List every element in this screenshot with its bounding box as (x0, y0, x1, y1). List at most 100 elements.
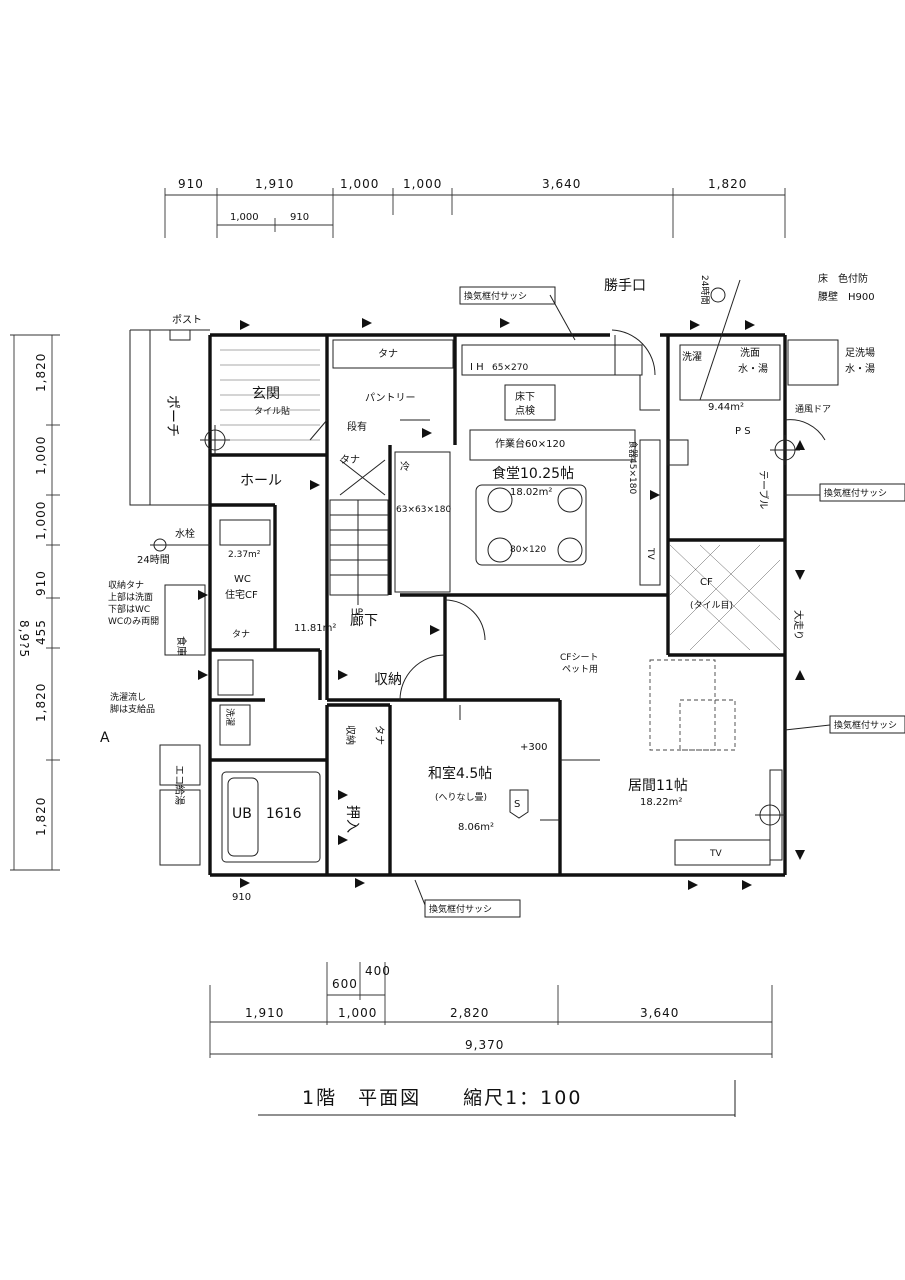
dim-bottom-1910: 1,910 (245, 1006, 284, 1020)
senmen-label: 洗面 (740, 347, 760, 359)
shokuso-label: 食庫 (175, 636, 188, 656)
dim-bottom-2820: 2,820 (450, 1006, 489, 1020)
table-label: テーブル (757, 470, 770, 509)
dim-top2-910: 910 (290, 212, 309, 223)
room-genkan: 玄関 (252, 385, 280, 402)
dim-left-1000a: 1,000 (34, 436, 48, 475)
drawing-title-block: 1階 平面図 縮尺1：100 (258, 1080, 736, 1117)
up-label: UP (351, 608, 364, 618)
shokki-label: 食器45×180 (627, 440, 639, 494)
tana-top: タナ (378, 348, 398, 360)
tana-wc: タナ (232, 629, 250, 640)
room-rouka: 廊下 (350, 612, 378, 629)
window-markers (198, 318, 805, 890)
drawing-title: 1階 平面図 縮尺1：100 (302, 1087, 582, 1109)
top-dimensions: 910 1,910 1,000 1,000 3,640 1,820 1,000 … (164, 177, 786, 238)
plus300-label: +300 (520, 742, 547, 753)
shuno-note-1: 収納タナ (108, 579, 144, 591)
bottom-dimensions: 600 400 1,910 1,000 2,820 3,640 9,370 91… (209, 892, 773, 1058)
room-washitsu-area: 8.06m² (458, 822, 494, 833)
tana-vertical: タナ (373, 725, 385, 745)
tenken-label: 点検 (515, 404, 535, 417)
dim-bottom-left-910: 910 (232, 892, 251, 903)
sentaku-label: 洗濯 (224, 708, 236, 726)
dim-top-3640: 3,640 (542, 177, 581, 191)
label-a: A (100, 730, 110, 746)
table-80-label: 80×120 (510, 545, 546, 555)
room-ub: UB 1616 (232, 806, 302, 822)
room-pantry: パントリー (365, 392, 416, 404)
staircase (329, 459, 389, 605)
shuno-note-4: WCのみ両開 (108, 616, 159, 627)
sagyou-label: 作業台60×120 (495, 437, 565, 450)
shuno-note-3: 下部はWC (108, 603, 150, 615)
sentaku-top: 洗濯 (682, 351, 702, 363)
ecokyuto-label: エコ給湯 (173, 765, 186, 805)
room-dining-area: 18.02m² (510, 487, 552, 498)
size-63-label: 63×63×180 (396, 505, 451, 515)
s-mark: S (514, 799, 520, 810)
room-dining: 食堂10.25帖 (492, 465, 574, 482)
dim-top-910: 910 (178, 177, 204, 191)
kanki-note-2: 換気框付サッシ (824, 487, 887, 499)
exterior-walls (129, 329, 787, 877)
dim-bottom-400: 400 (365, 964, 391, 978)
ps-label: P S (735, 426, 751, 437)
ih-size-label: 65×270 (492, 363, 528, 373)
cf-center-sub: ペット用 (562, 664, 598, 675)
suisen-label: 水栓 (175, 527, 195, 540)
dim-top-1820: 1,820 (708, 177, 747, 191)
tana-hall: タナ (340, 454, 360, 466)
genkan-tile-hatch (220, 349, 781, 651)
left-dimensions: 1,820 1,000 1,000 910 455 1,820 1,820 8,… (10, 334, 110, 871)
rei-label: 冷 (400, 460, 410, 473)
tv-label: TV (709, 849, 722, 859)
area-944: 9.44m² (708, 402, 744, 413)
room-ima: 居間11帖 (628, 778, 688, 794)
room-genkan-sub: タイル貼 (254, 405, 290, 417)
shuno-note-2: 上部は洗面 (108, 591, 153, 603)
room-washitsu: 和室4.5帖 (428, 765, 492, 782)
wc-area: 2.37m² (228, 550, 261, 560)
room-wc: WC (234, 574, 251, 585)
ashi-note-2: 水・湯 (845, 362, 875, 375)
jutaku-cf: 住宅CF (225, 588, 258, 601)
dim-bottom-1000: 1,000 (338, 1006, 377, 1020)
dim-left-1820b: 1,820 (34, 683, 48, 722)
cf-center-label: CFシート (560, 653, 598, 663)
dim-top2-1000: 1,000 (230, 212, 259, 223)
dim-bottom-600: 600 (332, 977, 358, 991)
dim-left-910: 910 (34, 570, 48, 596)
ofuku-label: 大走り (792, 610, 805, 640)
kanki-note-1: 換気框付サッシ (464, 290, 527, 302)
notes: 換気框付サッシ 換気框付サッシ 換気框付サッシ 換気框付サッシ 床 色付防 腰壁… (108, 272, 905, 918)
room-hall: ホール (240, 473, 282, 489)
dim-left-1820c: 1,820 (34, 797, 48, 836)
room-washitsu-sub: (へりなし畳) (435, 792, 487, 803)
sentaku-note-1: 洗濯流し (110, 691, 146, 703)
yuka-note-1: 床 色付防 (818, 272, 868, 285)
dim-left-455: 455 (34, 619, 48, 645)
tsuuka-label: 通風ドア (795, 404, 831, 415)
kanki-note-4: 換気框付サッシ (429, 903, 492, 915)
cf-label: CF (700, 577, 713, 588)
dim-top-1000a: 1,000 (340, 177, 379, 191)
yuka-note-2: 腰壁 H900 (818, 290, 875, 303)
dim-left-1000b: 1,000 (34, 501, 48, 540)
mizu-yu-label: 水・湯 (738, 362, 768, 375)
dim-top-1910: 1,910 (255, 177, 294, 191)
sentaku-note-2: 脚は支給品 (110, 703, 155, 715)
room-shuno: 収納 (374, 672, 402, 688)
dim-bottom-3640: 3,640 (640, 1006, 679, 1020)
tv2-label: TV (645, 547, 655, 560)
ashi-note-1: 足洗場 (845, 346, 875, 359)
ih-label: I H (470, 362, 484, 373)
dim-left-total: 8,9?5 (17, 620, 31, 658)
shuno-vertical: 収納 (344, 725, 357, 745)
room-oshiire: 押入 (344, 805, 360, 833)
room-ima-area: 18.22m² (640, 797, 682, 808)
katteguchi-label: 勝手口 (604, 278, 646, 294)
danari-label: 段有 (347, 420, 367, 433)
room-labels: 玄関 タイル貼 パントリー タナ ホール タナ 冷 段有 食堂10.25帖 18… (137, 278, 831, 859)
